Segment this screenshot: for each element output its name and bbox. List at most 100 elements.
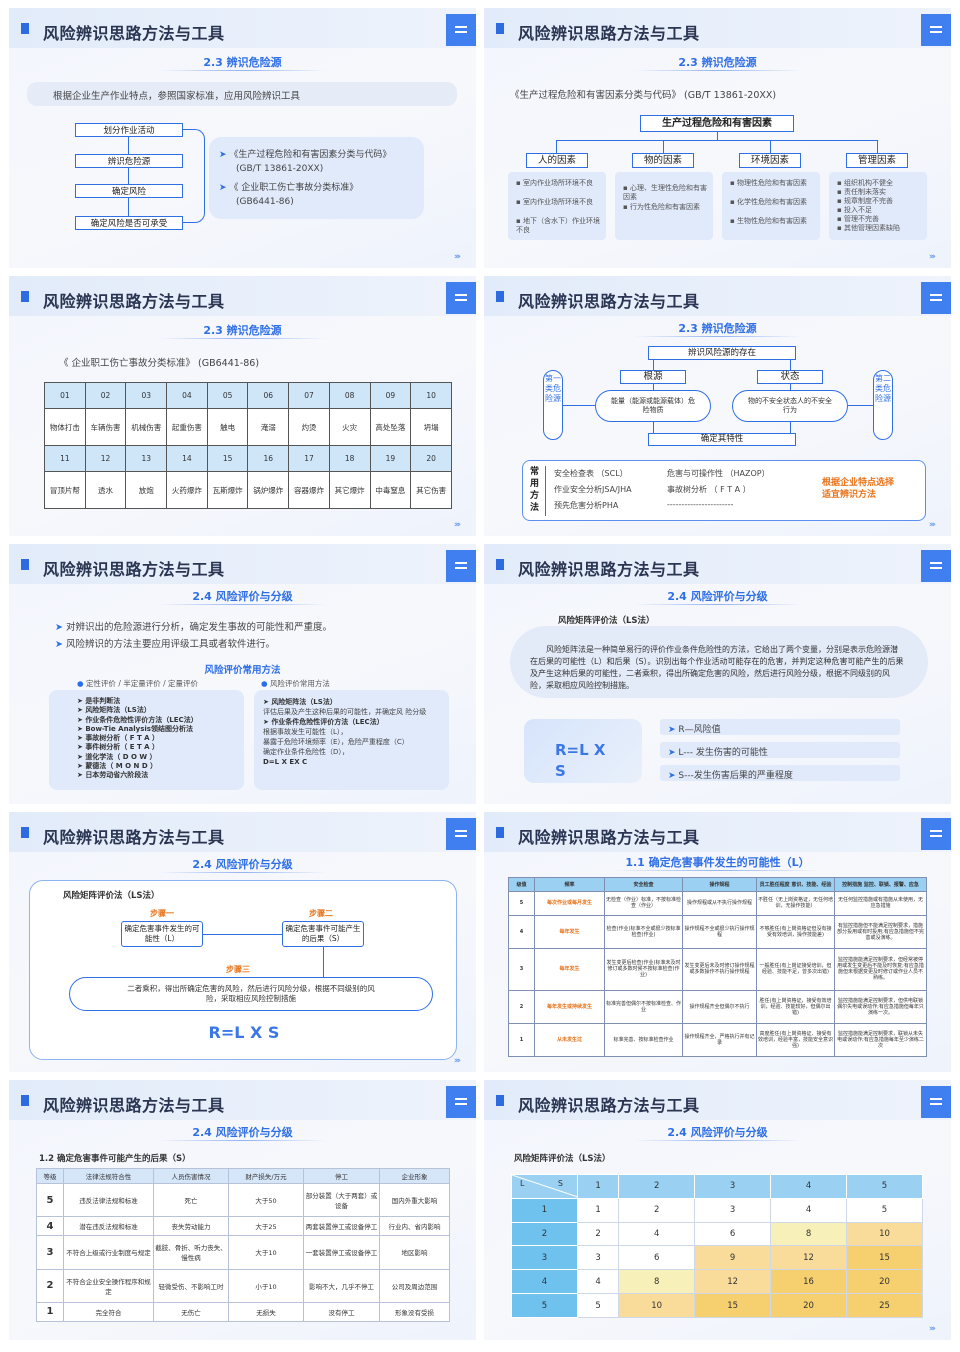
column-header: 等级 xyxy=(36,1168,64,1184)
table-cell: 4 xyxy=(508,914,535,949)
method-text: 日本劳动省六阶段法 xyxy=(85,771,149,780)
table-cell: 不符合企业安全操作程序和规定 xyxy=(63,1268,154,1303)
method-text: 事件树分析（ E T A ） xyxy=(85,743,160,752)
method-item: ➤ 风险矩阵法（LS法） xyxy=(77,706,151,715)
table-cell: 5 xyxy=(508,891,535,916)
item-text: 心理、生理性危险和有害因素 xyxy=(623,184,707,201)
method-label: 风险矩阵评价法（LS法） xyxy=(558,616,655,626)
table-cell: 瓦斯爆炸 xyxy=(206,471,249,509)
method-item: ➤ 作业条件危险性评价方法（LEC法） xyxy=(263,718,384,726)
item-text: 责任制未落实 xyxy=(843,188,886,196)
item-text: 行为性危险和有害因素 xyxy=(629,203,700,211)
matrix-cell: 2 xyxy=(576,1221,620,1247)
matrix-cell: 5 xyxy=(846,1197,923,1223)
slide-header xyxy=(9,8,476,48)
category-box: 环境因素 xyxy=(739,153,801,168)
method-item: 预先危害分析PHA xyxy=(554,501,619,510)
category-item: ▪ 行为性危险和有害因素 xyxy=(623,203,700,211)
table-cell: 容器爆炸 xyxy=(288,471,330,509)
matrix-cell: 4 xyxy=(618,1221,696,1247)
title-marker xyxy=(496,559,504,570)
slide-title: 风险辨识思路方法与工具 xyxy=(43,292,225,311)
table-label: 1.2 确定危害事件可能产生的后果（S） xyxy=(39,1154,191,1164)
method-desc: 确定作业条件危险性（D）， xyxy=(263,748,349,756)
title-marker xyxy=(21,827,29,838)
menu-icon[interactable] xyxy=(921,1086,951,1118)
table-row: 冒顶片帮透水放炮火药爆炸瓦斯爆炸锅炉爆炸容器爆炸其它爆炸中毒窒息其它伤害 xyxy=(44,471,452,509)
section-subtitle: 2.4 风险评价与分级 xyxy=(192,858,293,871)
slide-5: 风险辨识思路方法与工具 2.4 风险评价与分级 ➤ 对辨识出的危险源进行分析，确… xyxy=(9,544,476,804)
table-cell: 18 xyxy=(328,445,371,472)
matrix-cell: 25 xyxy=(846,1293,923,1318)
table-cell: 大于50 xyxy=(228,1182,304,1218)
table-cell: 高处坠落 xyxy=(369,408,412,446)
matrix-cell: 12 xyxy=(770,1245,848,1271)
menu-icon[interactable] xyxy=(446,282,476,314)
item-text: 投入不足 xyxy=(843,206,872,214)
menu-icon[interactable] xyxy=(446,1086,476,1118)
slide-title: 风险辨识思路方法与工具 xyxy=(43,828,225,847)
matrix-cell: 1 xyxy=(576,1197,620,1223)
next-chevrons-icon: ››› xyxy=(928,252,936,262)
subtitle-underline xyxy=(614,870,821,871)
category-item: ▪ 管理不完善 xyxy=(837,215,879,223)
table-cell: 锅炉爆炸 xyxy=(247,471,290,509)
slide-7: 风险辨识思路方法与工具 2.4 风险评价与分级 风险矩阵评价法（LS法） 步骤一… xyxy=(9,812,476,1072)
matrix-cell: 10 xyxy=(618,1293,696,1318)
menu-icon[interactable] xyxy=(446,818,476,850)
menu-icon[interactable] xyxy=(921,818,951,850)
diagram-connector xyxy=(790,360,791,370)
flow-step: 辨识危险源 xyxy=(75,154,183,168)
title-marker xyxy=(21,291,29,302)
next-chevrons-icon: ››› xyxy=(453,252,461,262)
bullet-text: 对辨识出的危险源进行分析，确定发生事故的可能性和严重度。 xyxy=(66,622,333,633)
table-cell: 03 xyxy=(125,382,168,409)
table-cell: 一般胜任(有上岗证接受培训，但经验、技能不足，曾多次出错) xyxy=(756,947,835,992)
menu-icon[interactable] xyxy=(446,550,476,582)
method-item: ➤ 风险矩阵法（LS法） xyxy=(263,698,337,706)
methods-panel xyxy=(522,460,926,521)
matrix-row-header: 3 xyxy=(511,1245,578,1271)
table-cell: 行业内、省内影响 xyxy=(379,1216,450,1237)
category-box: 管理因素 xyxy=(846,153,908,168)
method-text: 是非判断法 xyxy=(85,697,121,705)
methods-divider xyxy=(545,466,546,516)
table-cell: 每次作业或每月发生 xyxy=(534,891,605,916)
menu-icon[interactable] xyxy=(921,14,951,46)
method-item: 作业安全分析JSA/JHA xyxy=(554,485,632,494)
method-card-2: ➤ 风险矩阵法（LS法） 评估后果及产生这种后果的可能性，并确定风 险分级 ➤ … xyxy=(254,690,449,790)
reference-text: 《 企业职工伤亡事故分类标准》 xyxy=(229,183,359,193)
category-item: ▪ 地下（含水下）作业环境不良 xyxy=(516,217,600,234)
intro-band xyxy=(27,82,457,106)
section-subtitle: 2.3 辨识危险源 xyxy=(203,324,282,337)
column-header: 控制措施 监控、联锁、报警、应急 xyxy=(834,876,927,893)
subtitle-underline xyxy=(634,604,801,605)
next-chevrons-icon: ››› xyxy=(928,1324,936,1334)
intro-text: 《 企业职工伤亡事故分类标准》 (GB6441-86) xyxy=(59,358,260,369)
slide-title: 风险辨识思路方法与工具 xyxy=(518,560,700,579)
method-text: 事故树分析（ F T A ） xyxy=(85,734,160,743)
methods-heading: 风险评价常用方法 xyxy=(204,665,281,676)
method-item: 事故树分析 （ F T A ） xyxy=(667,485,751,494)
category-item: ▪ 室内作业场所环境不良 xyxy=(516,179,593,187)
table-cell: 潜在违反法规和标准 xyxy=(63,1216,154,1237)
table-cell: 不胜任（无上岗资格证，无任何培训，无操作技能） xyxy=(756,891,835,916)
table-cell: 2 xyxy=(508,990,535,1024)
table-cell: 其它爆炸 xyxy=(328,471,371,509)
matrix-col-header: 5 xyxy=(846,1174,923,1199)
table-cell: 19 xyxy=(369,445,412,472)
table-cell: 发生变更后检查(作业)标准未及时修订或多数时候不按标准检查(作业) xyxy=(604,947,683,992)
method-item: 安全检查表 （SCL） xyxy=(554,469,628,478)
menu-icon[interactable] xyxy=(921,282,951,314)
matrix-col-header: 3 xyxy=(694,1174,772,1199)
next-chevrons-icon: ››› xyxy=(453,1056,461,1066)
menu-icon[interactable] xyxy=(921,550,951,582)
flow-connector xyxy=(128,168,129,184)
menu-icon[interactable] xyxy=(446,14,476,46)
formula: R=L X S xyxy=(208,1023,280,1042)
legend-text: L--- 发生伤害的可能性 xyxy=(678,748,768,758)
